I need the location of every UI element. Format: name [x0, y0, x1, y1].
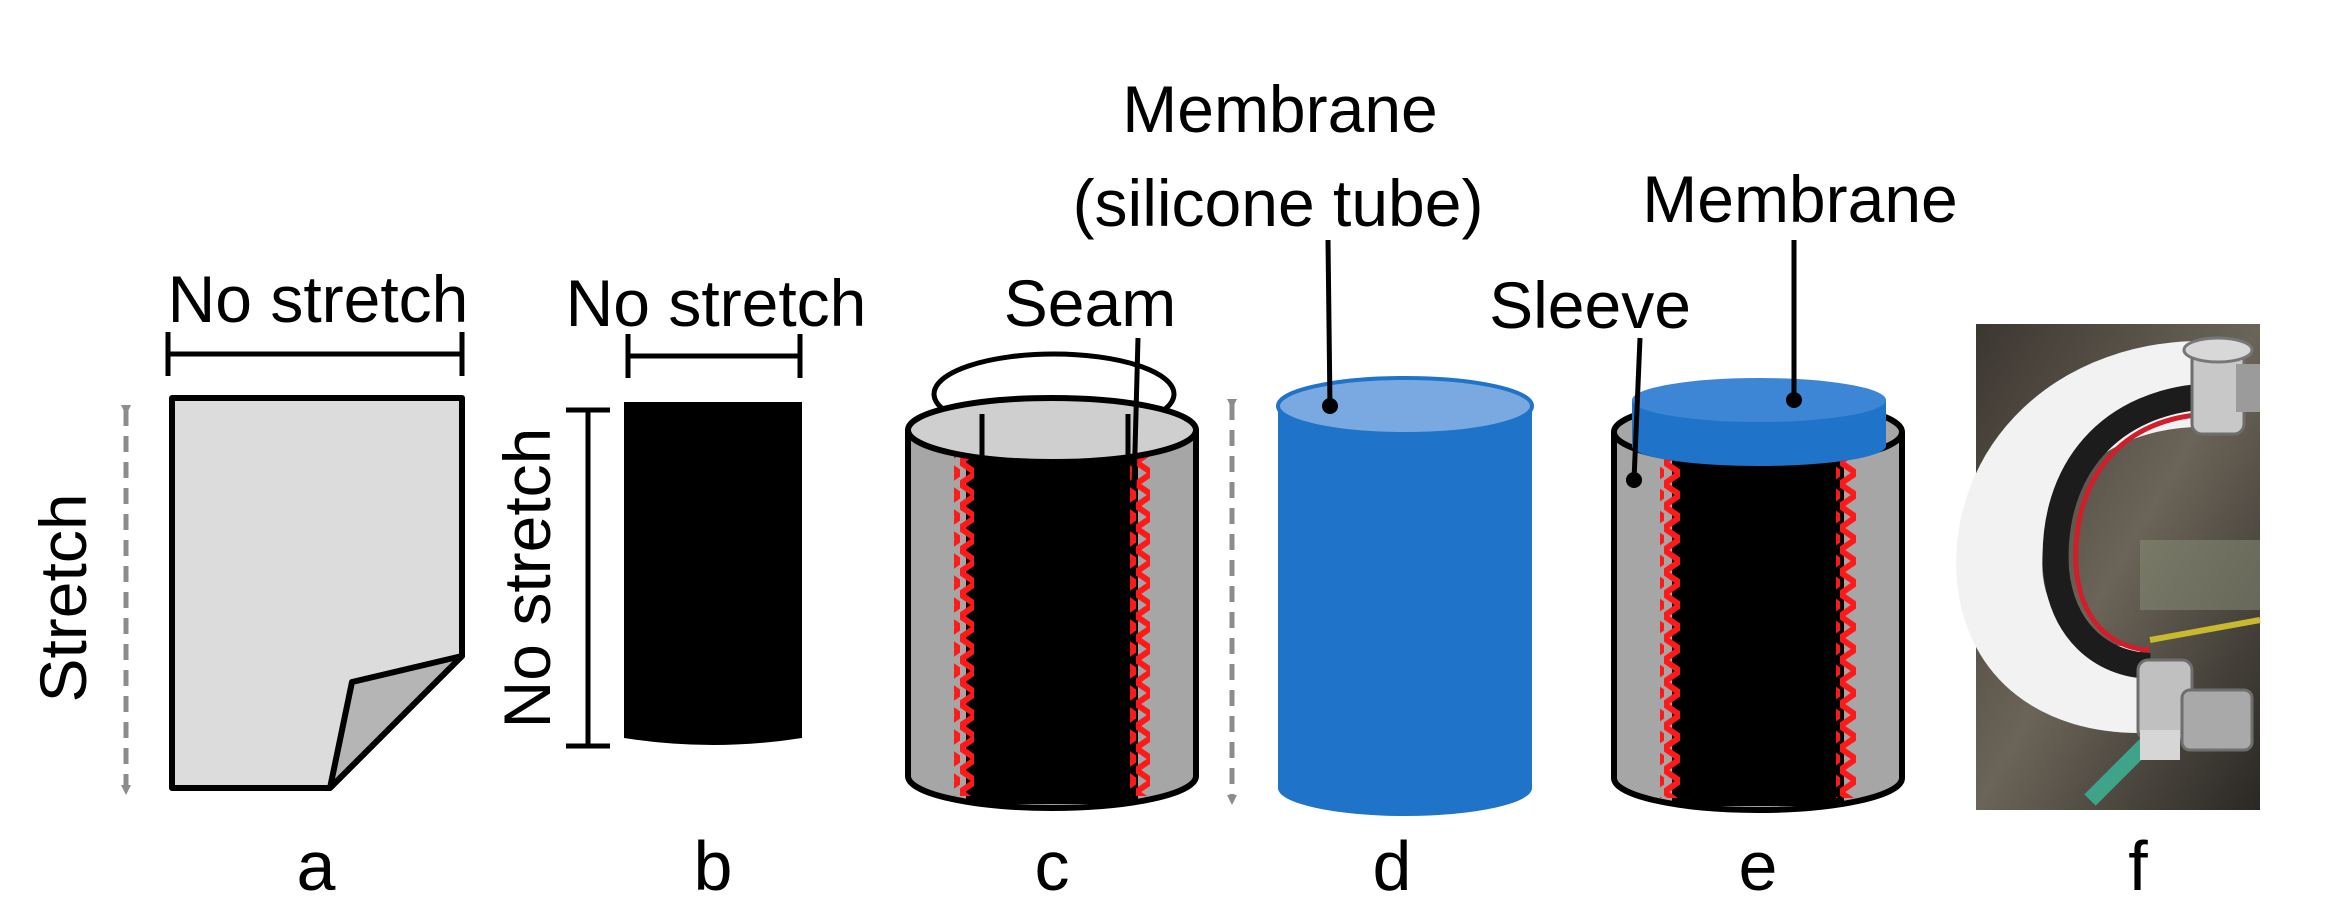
panel-c-seam-right — [1130, 456, 1150, 796]
panel-b-width-bracket — [625, 334, 803, 378]
panel-a-fabric-sheet — [169, 395, 465, 791]
panel-e-sleeve-label: Sleeve — [1489, 268, 1691, 342]
panel-d-letter: d — [1373, 827, 1412, 905]
panel-a-width-bracket — [165, 332, 465, 376]
panel-e-black-fabric — [1672, 456, 1844, 806]
panel-d-membrane-label-line1: Membrane — [1122, 72, 1437, 146]
panel-d-silicone-tube-body — [1278, 406, 1532, 816]
panel-e-membrane-label: Membrane — [1642, 162, 1957, 236]
panel-e-seam-left — [1660, 458, 1680, 798]
panel-a: No stretch Stretch a — [26, 262, 468, 905]
panel-c-seam-label: Seam — [1004, 266, 1176, 340]
panel-a-vertical-label: Stretch — [26, 493, 100, 702]
panel-b-vertical-label: No stretch — [490, 428, 564, 729]
actuator-photo — [1956, 324, 2261, 810]
panel-b-fabric-tube — [624, 402, 802, 745]
panel-c-seam-left — [954, 456, 974, 796]
panel-b: No stretch No stretch b — [490, 266, 866, 905]
panel-d: Membrane (silicone tube) d — [1073, 72, 1534, 905]
panel-c-cylinder-top — [905, 395, 1199, 465]
panel-d-membrane-pointer — [1325, 239, 1333, 409]
panel-d-silicone-tube-top — [1276, 376, 1534, 436]
panel-e-membrane-top — [1632, 378, 1886, 422]
panel-f: f — [1956, 324, 2261, 905]
panel-a-curled-corner — [327, 653, 465, 791]
panel-b-height-bracket — [566, 407, 610, 749]
panel-e-seam-right — [1836, 458, 1856, 798]
panel-e-sleeve-pointer — [1631, 337, 1643, 481]
panel-d-pointer-dot — [1322, 398, 1338, 414]
panel-a-letter: a — [297, 827, 336, 905]
panel-c-seam-pointers — [979, 337, 1141, 489]
panel-b-horizontal-label: No stretch — [566, 266, 867, 340]
panel-c-black-fabric — [966, 454, 1138, 804]
panel-d-membrane-label-line2: (silicone tube) — [1073, 166, 1484, 240]
panel-a-horizontal-label: No stretch — [168, 262, 469, 336]
panel-c: Seam c — [905, 266, 1237, 905]
panel-c-letter: c — [1035, 827, 1070, 905]
panel-e-letter: e — [1739, 827, 1778, 905]
panel-f-letter: f — [2128, 827, 2148, 905]
panel-b-letter: b — [694, 827, 733, 905]
panel-e: Membrane Sleeve e — [1489, 162, 1958, 905]
